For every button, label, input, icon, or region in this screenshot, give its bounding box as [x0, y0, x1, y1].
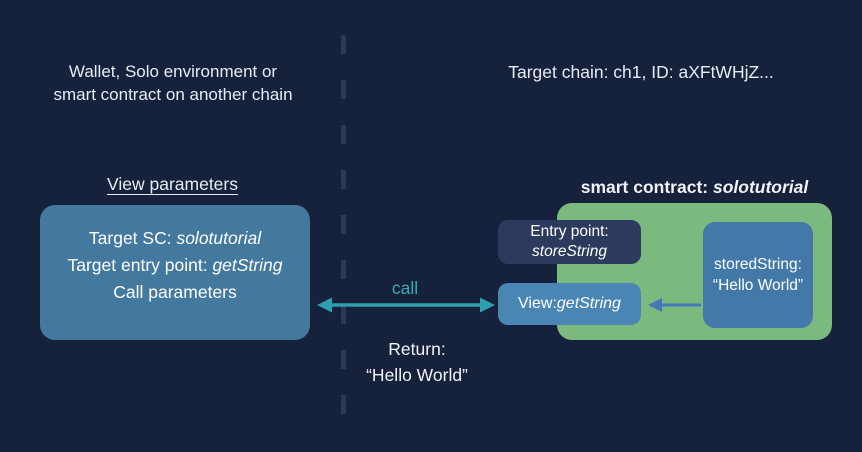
entry-point-line2: storeString — [532, 243, 607, 260]
caller-environment-line2: smart contract on another chain — [53, 85, 293, 104]
stored-string-line2: “Hello World” — [712, 277, 804, 294]
call-double-arrow-icon — [317, 297, 495, 313]
target-chain-label: Target chain: ch1, ID: aXFtWHjZ... — [508, 62, 774, 82]
entry-point-box: Entry point: storeString — [498, 220, 641, 264]
caller-environment-label: Wallet, Solo environment or smart contra… — [28, 60, 318, 106]
view-parameters-box: Target SC: solotutorial Target entry poi… — [40, 205, 310, 340]
call-label: call — [391, 278, 419, 298]
smart-contract-heading: smart contract: solotutorial — [580, 177, 809, 197]
return-value-label: Return: “Hello World” — [347, 336, 487, 388]
stored-string-box: storedString: “Hello World” — [703, 222, 813, 328]
param-call-parameters: Call parameters — [113, 282, 237, 302]
return-line1: Return: — [388, 339, 446, 359]
view-parameters-heading: View parameters — [107, 174, 238, 194]
param-target-sc: Target SC: solotutorial — [88, 228, 262, 248]
chain-boundary-divider — [341, 35, 346, 435]
entry-point-line1: Entry point: — [530, 223, 609, 240]
stored-string-line1: storedString: — [714, 256, 802, 273]
param-target-entry-point: Target entry point: getString — [67, 255, 283, 275]
caller-environment-line1: Wallet, Solo environment or — [68, 62, 278, 81]
view-getstring-box: View: getString — [498, 283, 641, 325]
stored-to-view-arrow-icon — [648, 298, 701, 312]
return-line2: “Hello World” — [366, 365, 468, 385]
